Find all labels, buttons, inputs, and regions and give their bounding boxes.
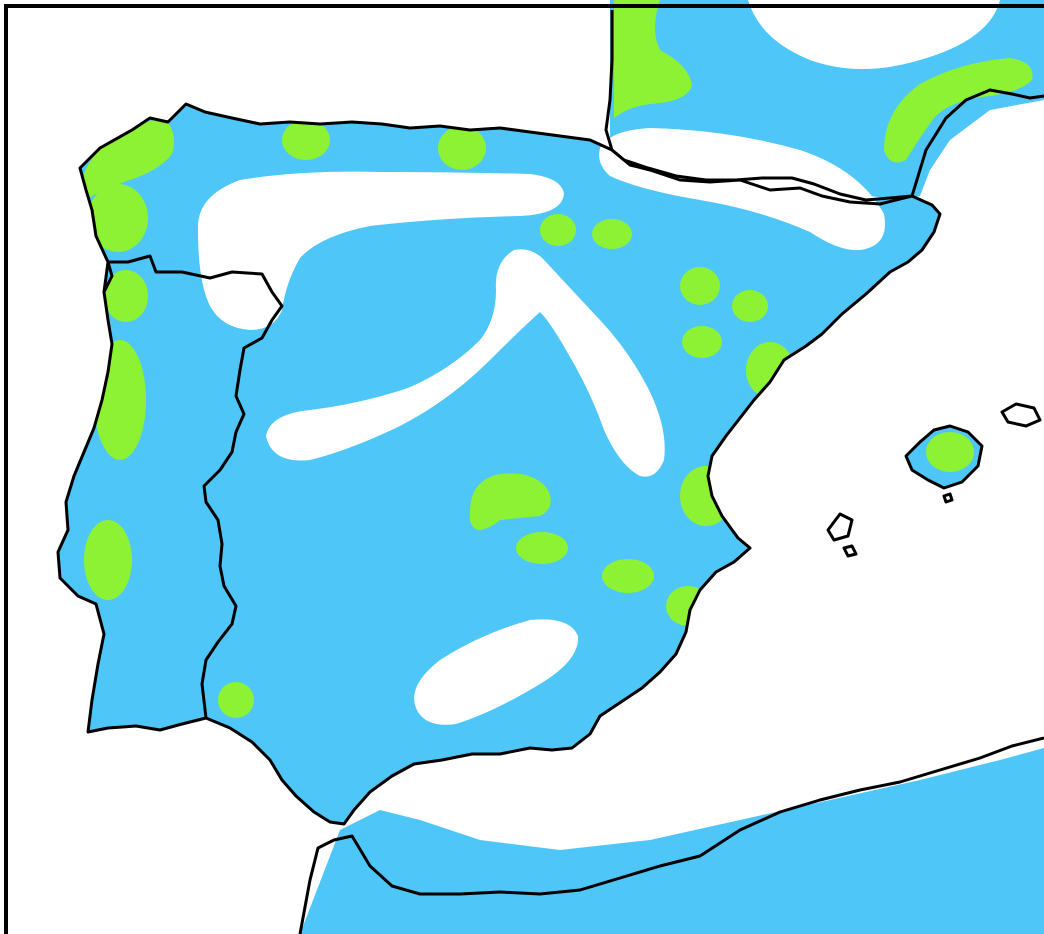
patch-castellon xyxy=(746,342,794,398)
patch-france-north xyxy=(748,0,1000,69)
patch-cantabria-1 xyxy=(282,120,330,160)
patch-galicia-north xyxy=(80,119,174,200)
patch-lisbon xyxy=(84,520,132,600)
patch-north-plateau xyxy=(197,171,565,330)
border-lines xyxy=(56,10,1044,934)
coastline-peninsula xyxy=(56,102,942,826)
patch-ebro-1 xyxy=(540,214,576,246)
patch-south-ellipse xyxy=(414,619,579,725)
secondary-patches xyxy=(80,0,1033,718)
patch-la-mancha xyxy=(469,473,551,530)
patch-mallorca xyxy=(926,432,974,472)
patch-cantabria-2 xyxy=(438,126,486,170)
patch-aragon-2 xyxy=(732,290,768,322)
border-portugal-spain xyxy=(108,254,284,719)
patch-aragon-3 xyxy=(682,326,722,358)
patch-central-arc xyxy=(266,249,665,477)
zone-africa-primary xyxy=(300,748,1044,934)
coastline-mallorca xyxy=(904,424,984,490)
patch-la-mancha-2 xyxy=(516,532,568,564)
coastline-africa xyxy=(298,736,1044,934)
patch-andalusia xyxy=(218,682,254,718)
border-pyrenees xyxy=(611,148,913,206)
patch-murcia-1 xyxy=(602,559,654,593)
patch-galicia-west xyxy=(88,184,148,252)
border-minho xyxy=(102,261,114,293)
unshaded-patches xyxy=(197,0,1000,725)
coastline-france-east xyxy=(910,88,1044,197)
patch-france-east xyxy=(884,58,1033,163)
patch-france-west xyxy=(614,0,692,118)
patch-ebro-2 xyxy=(592,219,632,249)
patch-minho xyxy=(104,270,148,322)
patch-pyrenees xyxy=(599,128,885,251)
coastline-formentera xyxy=(842,544,858,558)
coastline-menorca xyxy=(1000,402,1042,428)
coastline-ibiza xyxy=(826,512,854,542)
coastline-cabrera xyxy=(942,492,954,504)
patch-aragon-1 xyxy=(680,267,720,305)
coastline-france xyxy=(604,10,614,151)
map-frame-border xyxy=(4,4,1044,934)
